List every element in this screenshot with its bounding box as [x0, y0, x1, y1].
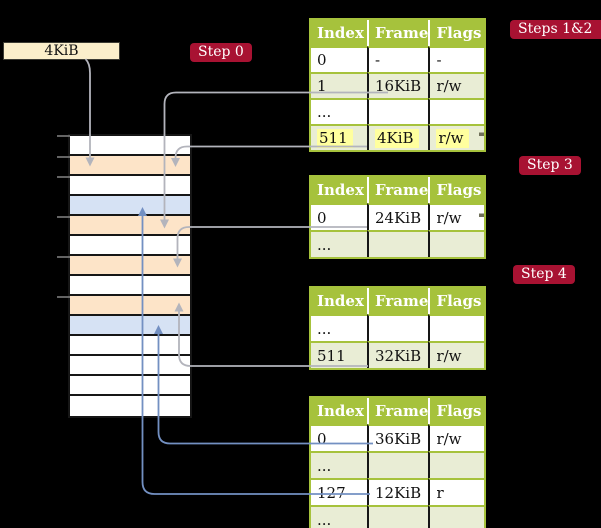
memory-frame-row-4: [70, 216, 190, 236]
table-cell: -: [428, 46, 485, 72]
table-cell: 511: [311, 341, 367, 368]
table-cell: 0: [311, 46, 367, 72]
table-cell: ...: [311, 230, 367, 257]
table-row: ...: [311, 451, 485, 478]
memory-frame-row-9: [70, 316, 190, 336]
table-cell: r: [428, 478, 485, 505]
table-cell: ...: [311, 451, 367, 478]
table-cell: 36KiB: [367, 424, 429, 451]
column-header-frame: Frame: [367, 288, 429, 314]
step-4-label: Step 4: [513, 265, 575, 284]
column-header-index: Index: [311, 20, 367, 46]
column-header-flags: Flags: [428, 398, 485, 424]
memory-frame-row-1: [70, 156, 190, 176]
table-cell: 0: [311, 203, 367, 230]
table-cell: [367, 230, 429, 257]
memory-frame-row-3: [70, 196, 190, 216]
table-cell: r/w: [428, 341, 485, 368]
highlighted-entry: 511: [317, 129, 353, 148]
table-row: ...: [311, 230, 485, 257]
column-header-index: Index: [311, 177, 367, 203]
table-cell: 0: [311, 424, 367, 451]
column-header-index: Index: [311, 398, 367, 424]
memory-frame-row-6: [70, 256, 190, 276]
table-cell: 1: [311, 72, 367, 98]
table-row: ...: [311, 505, 485, 528]
table-cell: [367, 505, 429, 528]
table-cell: [428, 314, 485, 341]
table-row: ...: [311, 314, 485, 341]
table-cell: [367, 451, 429, 478]
highlighted-entry: r/w: [436, 129, 469, 148]
memory-frame-row-2: [70, 176, 190, 196]
table-cell: [428, 230, 485, 257]
table-cell: 12KiB: [367, 478, 429, 505]
column-header-frame: Frame: [367, 398, 429, 424]
table-cell: 24KiB: [367, 203, 429, 230]
memory-frame-row-10: [70, 336, 190, 356]
column-header-index: Index: [311, 288, 367, 314]
memory-frame-row-7: [70, 276, 190, 296]
table-cell: 511: [311, 124, 367, 150]
table-cell: [367, 98, 429, 124]
step-0-label: Step 0: [190, 43, 252, 62]
table-cell: -: [367, 46, 429, 72]
table-row: 511 4KiB r/w: [311, 124, 485, 150]
steps-1-and-2-label: Steps 1&2: [510, 20, 601, 39]
memory-frame-row-5: [70, 236, 190, 256]
column-header-frame: Frame: [367, 177, 429, 203]
table-cell: ...: [311, 505, 367, 528]
column-header-frame: Frame: [367, 20, 429, 46]
table-cell: [428, 451, 485, 478]
memory-frame-row-12: [70, 376, 190, 396]
table-row: ...: [311, 98, 485, 124]
column-header-flags: Flags: [428, 20, 485, 46]
table-cell: ...: [311, 98, 367, 124]
table-cell: r/w: [428, 72, 485, 98]
table-cell: ...: [311, 314, 367, 341]
table-cell: r/w: [428, 424, 485, 451]
table-cell: [367, 314, 429, 341]
column-header-flags: Flags: [428, 177, 485, 203]
table-cell: 127: [311, 478, 367, 505]
column-header-flags: Flags: [428, 288, 485, 314]
memory-frame-row-11: [70, 356, 190, 376]
physical-memory-column: [68, 134, 192, 418]
step-3-label: Step 3: [519, 156, 581, 175]
table-cell: 32KiB: [367, 341, 429, 368]
table-cell: 4KiB: [367, 124, 429, 150]
memory-frame-row-13: [70, 396, 190, 416]
table-cell: r/w: [428, 124, 485, 150]
table-row: 0--: [311, 46, 485, 72]
memory-frame-row-0: [70, 136, 190, 156]
table-cell: [428, 505, 485, 528]
memory-frame-row-8: [70, 296, 190, 316]
table-cell: 16KiB: [367, 72, 429, 98]
highlighted-entry: 4KiB: [375, 129, 419, 148]
frame-4kib-box: 4KiB: [3, 42, 120, 60]
table-cell: [428, 98, 485, 124]
table-cell: r/w: [428, 203, 485, 230]
